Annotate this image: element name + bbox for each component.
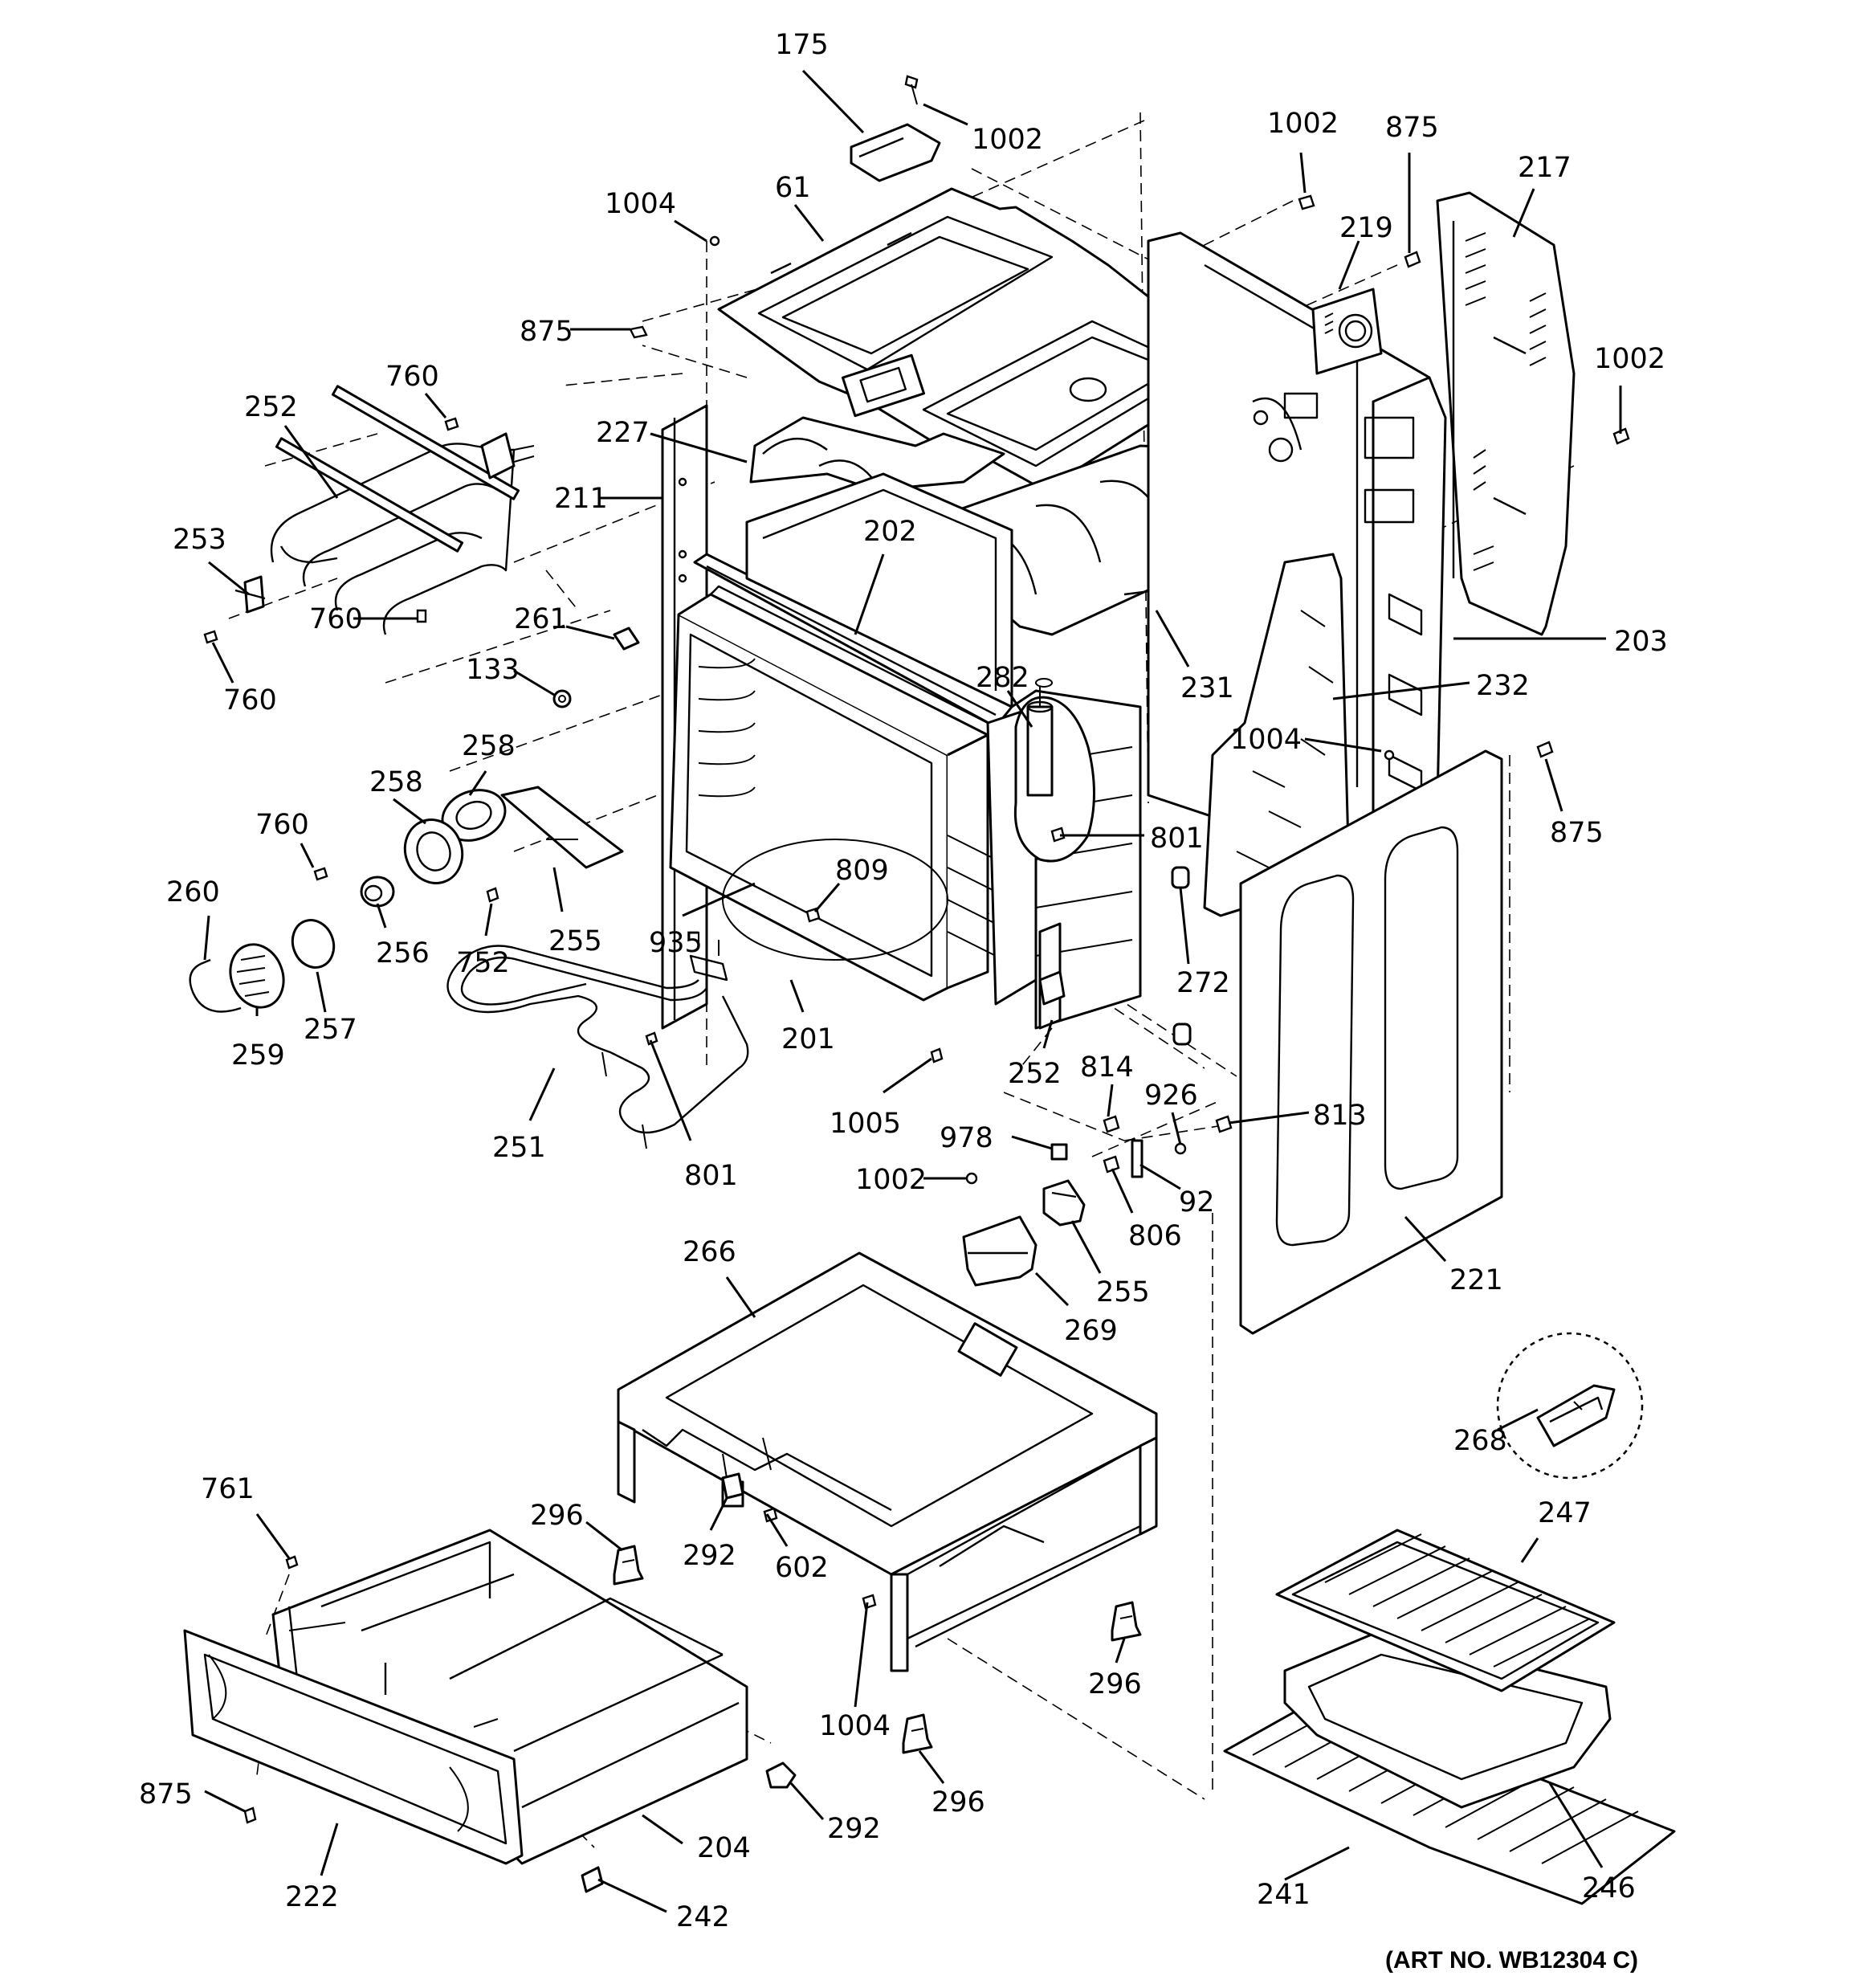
- callout-760: 760: [309, 603, 363, 635]
- callout-1002: 1002: [855, 1164, 927, 1196]
- callout-296: 296: [530, 1500, 584, 1532]
- art-number: (ART NO. WB12304 C): [1385, 1947, 1638, 1974]
- side-panel-221: [1239, 749, 1503, 1335]
- callout-227: 227: [596, 417, 650, 449]
- back-panel-217: [1436, 191, 1576, 636]
- callout-201: 201: [781, 1023, 835, 1055]
- callout-813: 813: [1313, 1100, 1367, 1132]
- callout-219: 219: [1339, 212, 1393, 244]
- callout-1004: 1004: [819, 1710, 891, 1742]
- vent-cover-175: [850, 123, 941, 182]
- base-frame-266: [617, 1251, 1158, 1672]
- oven-liner-201: [669, 585, 997, 1002]
- callout-875: 875: [139, 1778, 193, 1810]
- callout-1002: 1002: [1594, 343, 1665, 375]
- callout-935: 935: [649, 927, 703, 959]
- callout-801: 801: [684, 1160, 738, 1192]
- callout-247: 247: [1538, 1497, 1592, 1529]
- callout-257: 257: [304, 1014, 357, 1046]
- callout-258: 258: [369, 766, 423, 798]
- callout-814: 814: [1080, 1051, 1134, 1084]
- callout-809: 809: [835, 855, 889, 887]
- callout-253: 253: [173, 524, 226, 556]
- callout-241: 241: [1257, 1879, 1311, 1911]
- callout-258: 258: [462, 730, 516, 762]
- callout-203: 203: [1614, 626, 1668, 658]
- callout-760: 760: [255, 809, 309, 841]
- bracket-253: [234, 575, 266, 614]
- callout-296: 296: [1088, 1668, 1142, 1700]
- callout-labels: 175 1002 61 1004 1002 875 217 219 1002 8…: [139, 29, 1668, 1933]
- callout-221: 221: [1449, 1264, 1503, 1296]
- bake-element-251: [446, 932, 749, 1149]
- broiler-grid-247: [1275, 1529, 1616, 1692]
- callout-256: 256: [376, 937, 430, 970]
- callout-1005: 1005: [830, 1108, 901, 1140]
- lamp-assembly: [189, 786, 624, 1013]
- hardware-screws: [203, 75, 1630, 1824]
- callout-268: 268: [1453, 1425, 1507, 1457]
- callout-875: 875: [520, 316, 573, 348]
- detail-circle-268: [1496, 1332, 1644, 1480]
- drawer-front-222: [183, 1629, 524, 1865]
- callout-292: 292: [683, 1540, 736, 1572]
- leg-levelers-296: [613, 1545, 1142, 1754]
- callout-1002: 1002: [972, 124, 1043, 156]
- callout-978: 978: [940, 1122, 993, 1154]
- callout-801: 801: [1150, 823, 1204, 855]
- callout-204: 204: [697, 1832, 751, 1864]
- callout-202: 202: [863, 516, 917, 548]
- callout-246: 246: [1582, 1872, 1636, 1904]
- callout-761: 761: [201, 1473, 255, 1505]
- callout-760: 760: [385, 361, 439, 393]
- callout-133: 133: [466, 654, 520, 686]
- callout-242: 242: [676, 1901, 730, 1933]
- callout-260: 260: [166, 876, 220, 908]
- drawer-glides: [581, 1472, 797, 1893]
- callout-252: 252: [244, 391, 298, 423]
- callout-92: 92: [1179, 1186, 1215, 1219]
- leader-lines: [203, 69, 1622, 1913]
- callout-602: 602: [775, 1552, 829, 1584]
- callout-926: 926: [1144, 1080, 1198, 1112]
- callout-222: 222: [285, 1881, 339, 1913]
- bracket-parts-lower: [962, 922, 1086, 1287]
- callout-255: 255: [1096, 1276, 1150, 1308]
- inner-cover-227: [749, 416, 1005, 492]
- callout-1002: 1002: [1267, 108, 1339, 140]
- callout-259: 259: [231, 1039, 285, 1072]
- callout-1004: 1004: [1230, 724, 1302, 756]
- callout-875: 875: [1385, 112, 1439, 144]
- broil-element-252: [270, 385, 535, 635]
- callout-266: 266: [683, 1236, 736, 1268]
- callout-251: 251: [492, 1132, 546, 1164]
- callout-760: 760: [223, 684, 277, 716]
- callout-61: 61: [775, 172, 811, 204]
- callout-231: 231: [1180, 672, 1234, 704]
- terminal-block-219: [1311, 288, 1383, 375]
- callout-211: 211: [554, 483, 608, 515]
- callout-255: 255: [548, 925, 602, 957]
- callout-217: 217: [1518, 152, 1572, 184]
- callout-272: 272: [1176, 967, 1230, 999]
- callout-175: 175: [775, 29, 829, 61]
- callout-292: 292: [827, 1813, 881, 1845]
- callout-296: 296: [932, 1786, 985, 1819]
- callout-232: 232: [1476, 670, 1530, 702]
- sensor-282: [1013, 678, 1095, 863]
- callout-875: 875: [1550, 817, 1604, 849]
- callout-1004: 1004: [605, 188, 676, 220]
- callout-261: 261: [514, 603, 568, 635]
- callout-252: 252: [1008, 1058, 1062, 1090]
- callout-282: 282: [976, 662, 1029, 694]
- callout-269: 269: [1064, 1315, 1118, 1347]
- drawer-body-204: [271, 1529, 748, 1865]
- callout-752: 752: [456, 947, 510, 979]
- callout-806: 806: [1128, 1220, 1182, 1252]
